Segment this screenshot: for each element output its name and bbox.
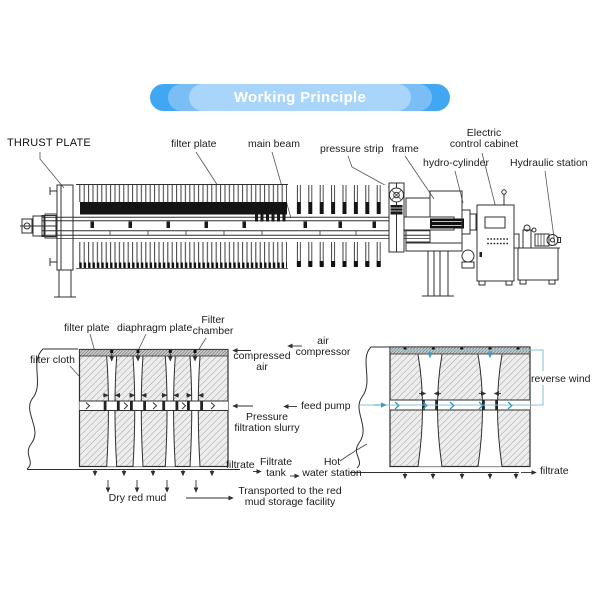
label-reverse-wind: reverse wind bbox=[531, 373, 591, 385]
label-hydraulic-station: Hydraulic station bbox=[510, 157, 588, 169]
hydro-cylinder-shape bbox=[403, 190, 477, 297]
label-transported: Transported to the red mud storage facil… bbox=[238, 485, 342, 509]
plate-pack bbox=[76, 184, 388, 269]
thrust-plate-shape bbox=[49, 184, 76, 298]
left-filtration-diagram bbox=[26, 333, 368, 501]
label-dry-red-mud: Dry red mud bbox=[108, 492, 167, 504]
label-filter-chamber: Filter chamber bbox=[192, 314, 234, 338]
label-feed-pump: feed pump bbox=[301, 400, 351, 412]
label-thrust-plate: THRUST PLATE bbox=[7, 137, 91, 149]
label-filter-cloth: filter cloth bbox=[30, 354, 75, 366]
filter-cloth-shape bbox=[26, 348, 78, 470]
label-diaphragm-plate: diaphragm plate bbox=[117, 322, 193, 334]
diaphragm-chambers bbox=[106, 355, 201, 467]
label-pressure-strip: pressure strip bbox=[320, 143, 384, 155]
label-electric-control-cabinet: Electric control cabinet bbox=[449, 127, 519, 151]
label-machine-filter-plate: filter plate bbox=[171, 138, 217, 150]
section-banner: Working Principle bbox=[150, 84, 450, 111]
right-squeezing-diagram bbox=[350, 346, 544, 480]
reverse-wind-arrows bbox=[374, 350, 513, 410]
label-hot-water-station: Hot water station bbox=[302, 456, 362, 480]
label-filter-plate: filter plate bbox=[64, 322, 110, 334]
discharge-arrows bbox=[27, 443, 368, 501]
main-beam-shape bbox=[41, 214, 430, 239]
right-discharge-arrows bbox=[350, 470, 537, 480]
hydraulic-station-shape bbox=[516, 224, 561, 285]
feed-inlet-shape bbox=[20, 213, 58, 239]
follower-and-pressure-strip bbox=[388, 182, 405, 253]
left-flow-arrows bbox=[232, 343, 302, 409]
banner-layer-inner bbox=[189, 84, 411, 111]
label-filtrate-left: filtrate bbox=[226, 459, 255, 471]
label-frame: frame bbox=[392, 143, 419, 155]
label-compressed-air: compressed air bbox=[233, 350, 291, 374]
label-filtrate-tank: Filtrate tank bbox=[259, 456, 293, 480]
electric-control-cabinet-shape bbox=[476, 189, 520, 286]
feed-channel bbox=[79, 400, 228, 411]
label-main-beam: main beam bbox=[248, 138, 300, 150]
label-hydro-cylinder: hydro-cylinder bbox=[423, 157, 489, 169]
filter-press-drawing bbox=[20, 151, 561, 298]
label-pressure-filtration-slurry: Pressure filtration slurry bbox=[234, 411, 300, 435]
label-filtrate-right: filtrate bbox=[540, 465, 569, 477]
air-arrows bbox=[103, 353, 204, 398]
label-air-compressor: air compressor bbox=[295, 335, 351, 359]
banner-title: Working Principle bbox=[233, 89, 367, 106]
right-cloth-shape bbox=[355, 346, 390, 469]
reverse-wind-lines bbox=[360, 349, 544, 406]
